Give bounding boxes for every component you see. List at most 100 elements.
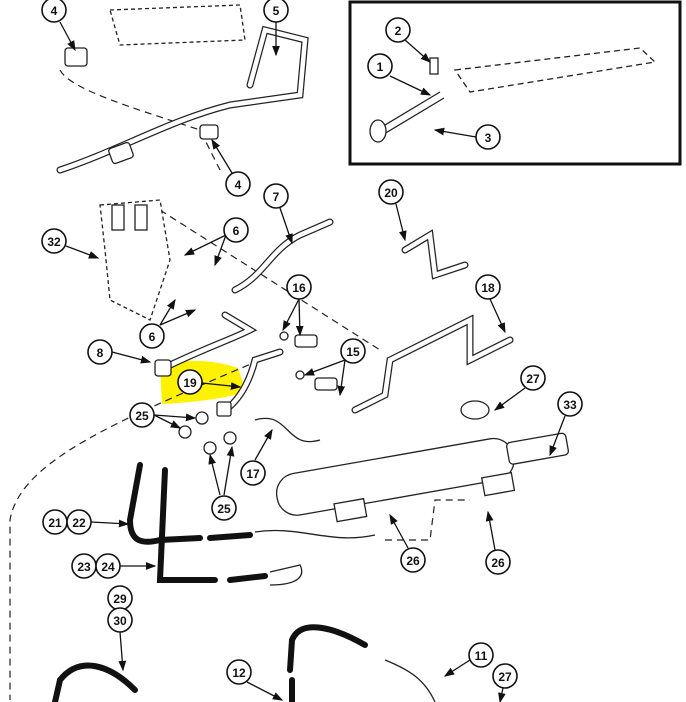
callout-label: 15 [346, 345, 360, 359]
callout-circle [66, 509, 92, 535]
callout-part-32: 32 [41, 228, 67, 254]
callout-circle [87, 339, 113, 365]
callout-part-22: 22 [66, 509, 92, 535]
callout-label: 4 [51, 4, 58, 18]
callout-circle [240, 460, 266, 486]
callout-circle [41, 0, 67, 23]
callout-circle [400, 547, 426, 573]
callout-part-15: 15 [340, 338, 366, 364]
callout-label: 25 [135, 409, 149, 423]
callout-circle [223, 217, 249, 243]
callout-part-7: 7 [263, 183, 289, 209]
callout-label: 27 [498, 670, 512, 684]
callout-label: 24 [101, 560, 115, 574]
callout-circle [263, 0, 289, 23]
callout-label: 26 [491, 556, 505, 570]
callout-circle [485, 549, 511, 575]
callout-circle [385, 17, 411, 43]
callout-part-27: 27 [492, 663, 518, 689]
callout-circle [225, 171, 251, 197]
callout-label: 8 [97, 346, 104, 360]
callout-part-29: 29 [107, 585, 133, 611]
callout-label: 20 [384, 186, 398, 200]
callout-label: 5 [273, 4, 280, 18]
callout-circle [95, 553, 121, 579]
callout-label: 25 [217, 502, 231, 516]
hydraulic-cylinder [275, 432, 569, 523]
callout-circle [557, 391, 583, 417]
callout-circle [520, 365, 546, 391]
callout-part-12: 12 [226, 659, 252, 685]
callout-label: 7 [273, 190, 280, 204]
callout-circle [177, 369, 203, 395]
callout-label: 27 [526, 372, 540, 386]
callout-circle [41, 228, 67, 254]
callout-circle [367, 53, 393, 79]
callout-part-6: 6 [223, 217, 249, 243]
callout-label: 6 [233, 224, 240, 238]
dashed-guide-line [59, 69, 221, 171]
callout-part-25: 25 [211, 495, 237, 521]
callout-label: 23 [77, 560, 91, 574]
callout-label: 6 [149, 330, 156, 344]
callout-label: 1 [377, 60, 384, 74]
callout-part-26: 26 [485, 549, 511, 575]
inset-detail-box [348, 0, 682, 166]
callout-circle [340, 338, 366, 364]
dashed-guide-line [9, 359, 261, 700]
callout-part-8: 8 [87, 339, 113, 365]
callout-part-2: 2 [385, 17, 411, 43]
callout-part-4: 4 [41, 0, 67, 23]
callout-part-6: 6 [139, 323, 165, 349]
callout-label: 21 [48, 516, 62, 530]
callout-label: 12 [232, 666, 246, 680]
callout-label: 3 [485, 131, 492, 145]
dashed-guide-line [385, 499, 470, 541]
callout-part-25: 25 [129, 402, 155, 428]
callout-circle [475, 124, 501, 150]
callout-label: 18 [481, 281, 495, 295]
callout-part-20: 20 [378, 179, 404, 205]
callout-part-4: 4 [225, 171, 251, 197]
callout-part-17: 17 [240, 460, 266, 486]
callout-circle [226, 659, 252, 685]
callout-part-33: 33 [557, 391, 583, 417]
callout-part-18: 18 [475, 274, 501, 300]
callout-part-16: 16 [286, 274, 312, 300]
callout-part-19: 19 [177, 369, 203, 395]
callout-part-30: 30 [107, 607, 133, 633]
callout-label: 17 [246, 467, 260, 481]
callout-part-21: 21 [42, 509, 68, 535]
dashed-guide-line [159, 209, 381, 351]
callout-part-11: 11 [468, 642, 494, 668]
callout-label: 4 [235, 178, 242, 192]
callout-circle [475, 274, 501, 300]
callout-circle [139, 323, 165, 349]
callout-label: 16 [292, 281, 306, 295]
callout-label: 32 [47, 235, 61, 249]
callout-part-24: 24 [95, 553, 121, 579]
callout-label: 29 [113, 592, 127, 606]
callout-circle [107, 607, 133, 633]
callout-label: 33 [563, 398, 577, 412]
callout-label: 30 [113, 614, 127, 628]
callout-circle [286, 274, 312, 300]
callout-label: 19 [183, 376, 197, 390]
callout-circle [378, 179, 404, 205]
callout-part-1: 1 [367, 53, 393, 79]
callout-circle [263, 183, 289, 209]
callout-label: 11 [475, 649, 488, 663]
callout-part-5: 5 [263, 0, 289, 23]
callout-circle [492, 663, 518, 689]
valve-block [99, 4, 246, 321]
callout-circle [211, 495, 237, 521]
callout-part-3: 3 [475, 124, 501, 150]
callout-circle [129, 402, 155, 428]
callout-circle [468, 642, 494, 668]
callout-label: 22 [72, 516, 86, 530]
callout-label: 26 [406, 554, 420, 568]
callout-part-26: 26 [400, 547, 426, 573]
callout-part-23: 23 [71, 553, 97, 579]
